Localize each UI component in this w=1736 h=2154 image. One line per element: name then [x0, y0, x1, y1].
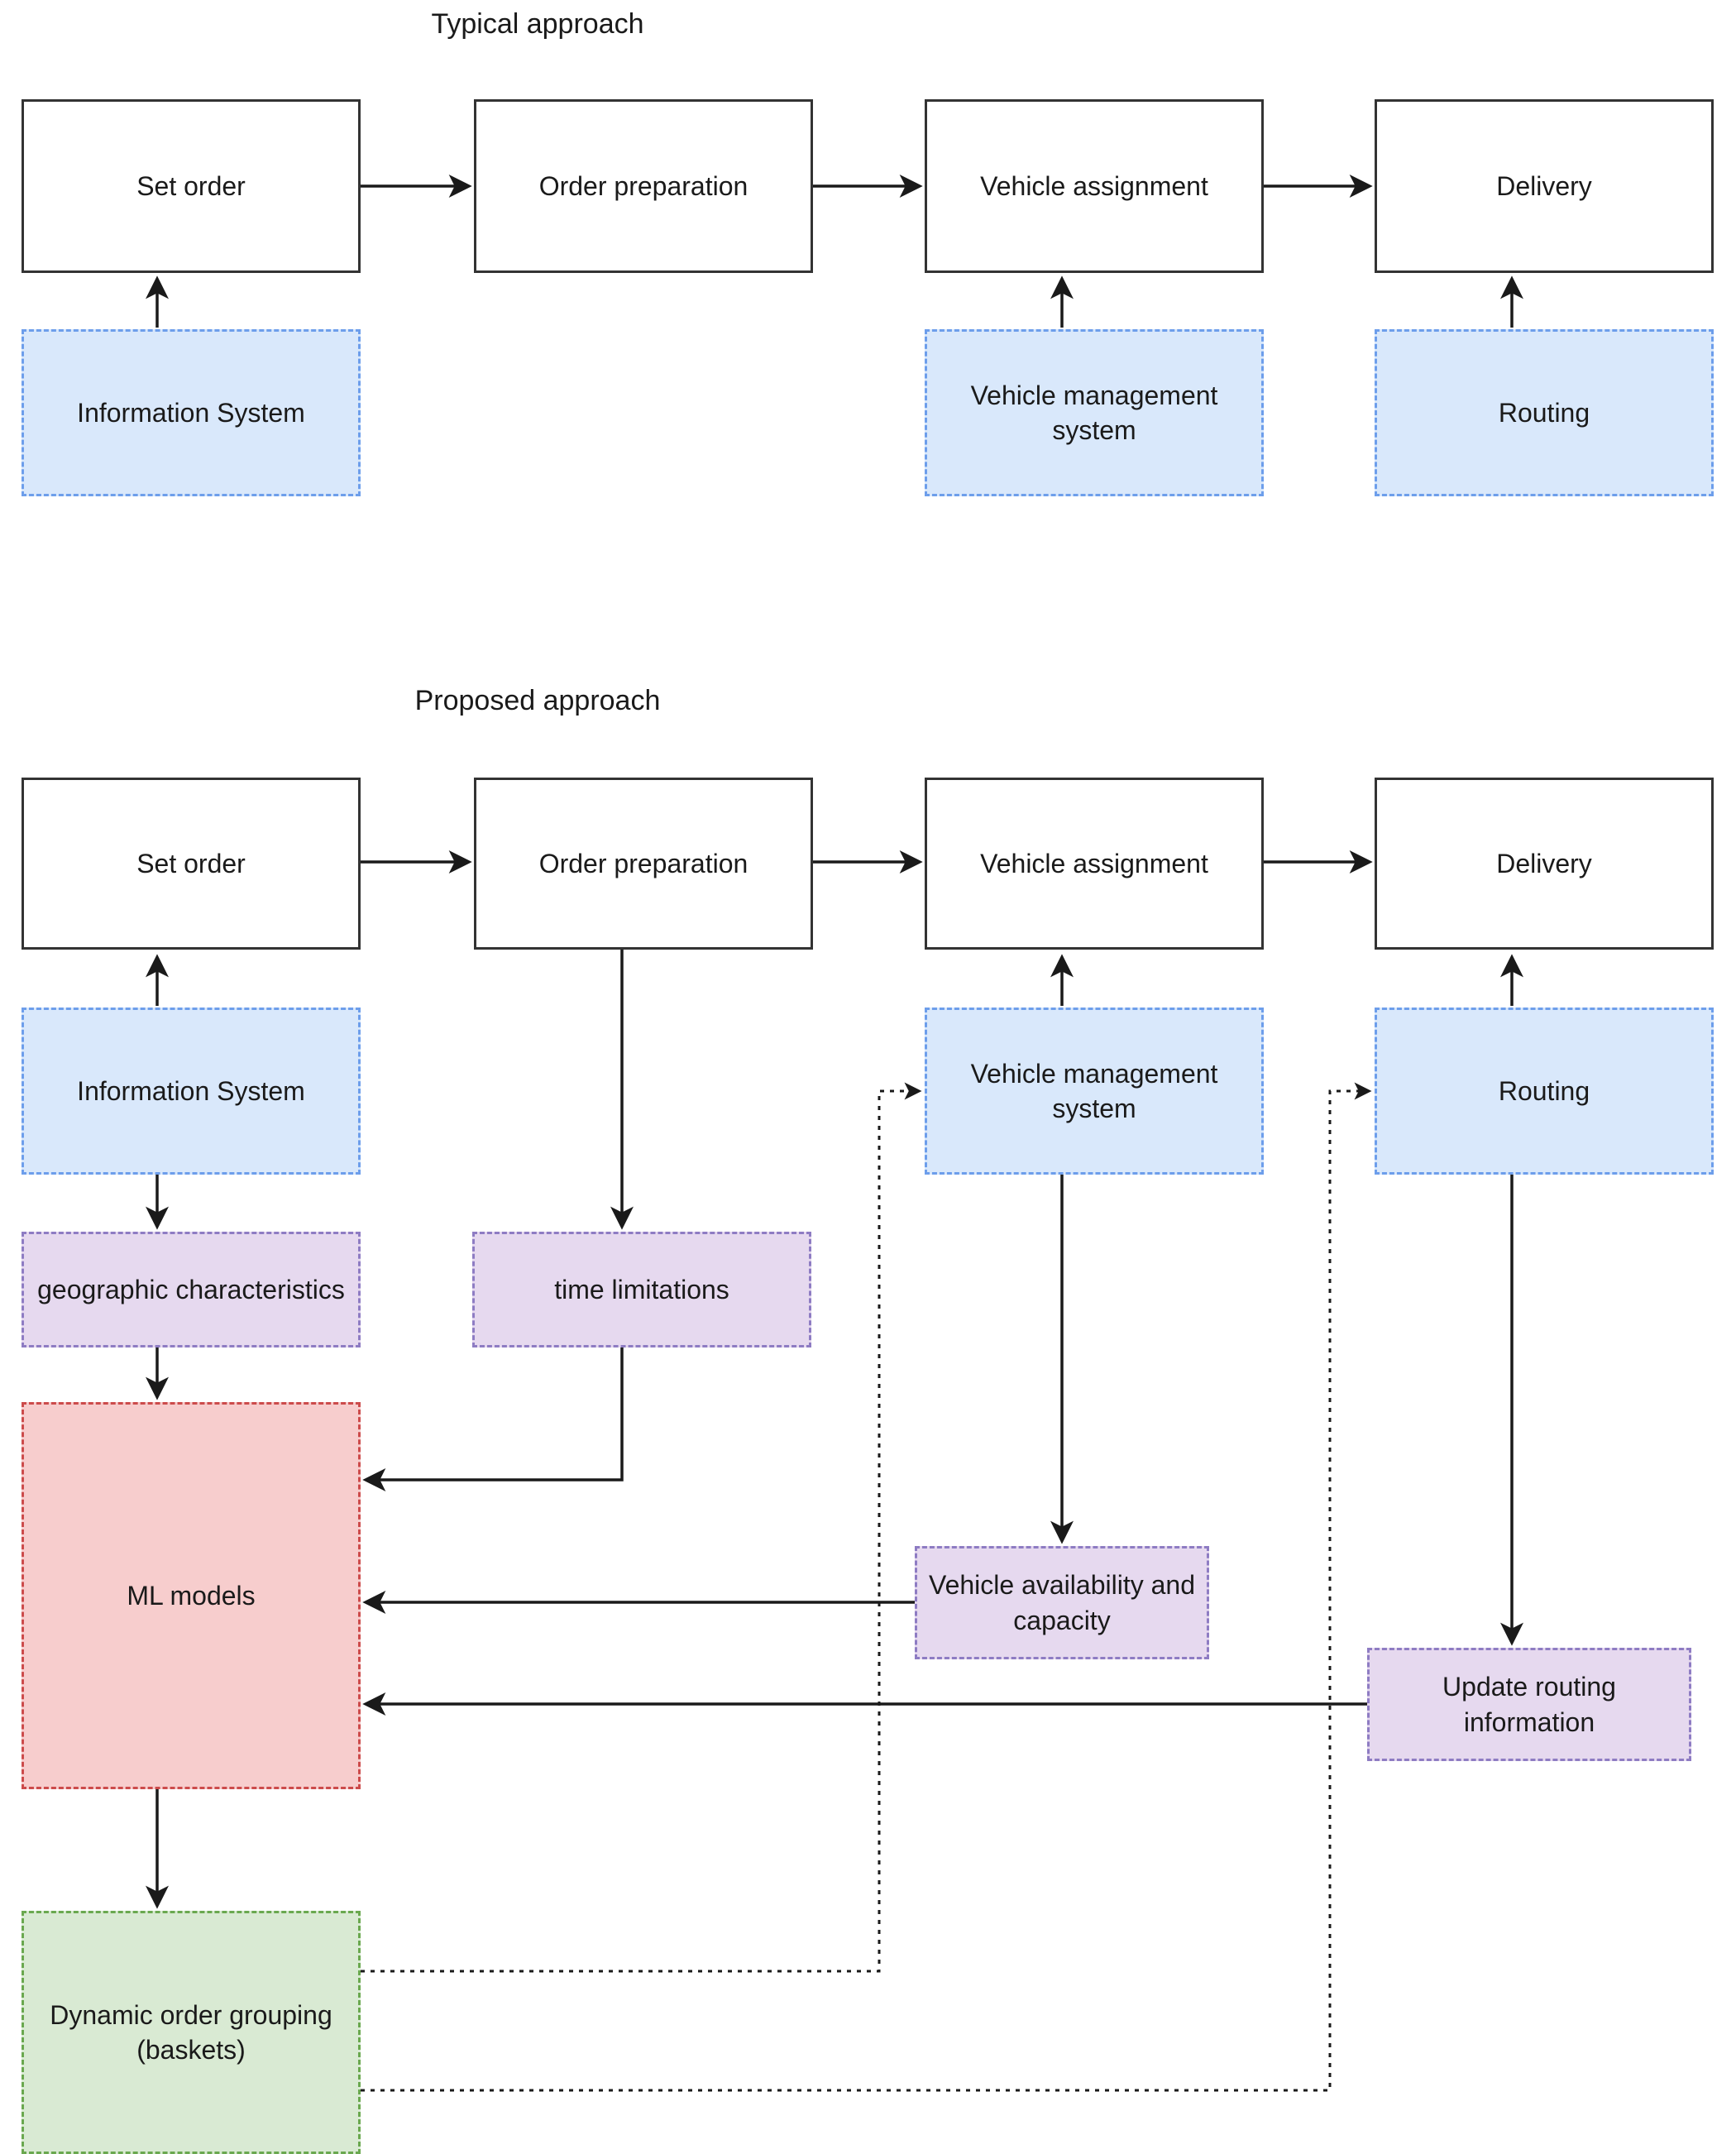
node-proposed-vehicle-assignment[interactable]: Vehicle assignment	[925, 778, 1264, 950]
node-typical-delivery[interactable]: Delivery	[1375, 99, 1714, 273]
node-typical-vehicle-assignment[interactable]: Vehicle assignment	[925, 99, 1264, 273]
typical-approach-title: Typical approach	[431, 8, 644, 40]
edge-time-limitations-to-ml	[362, 1347, 624, 1491]
node-typical-vehicle-management-system[interactable]: Vehicle management system	[925, 329, 1264, 496]
node-typical-information-system[interactable]: Information System	[22, 329, 361, 496]
edge-grouping-to-vms-feedback	[361, 1082, 922, 1973]
node-time-limitations[interactable]: time limitations	[472, 1232, 811, 1347]
node-typical-set-order[interactable]: Set order	[22, 99, 361, 273]
node-typical-order-preparation[interactable]: Order preparation	[474, 99, 813, 273]
node-typical-routing[interactable]: Routing	[1375, 329, 1714, 496]
node-proposed-order-preparation[interactable]: Order preparation	[474, 778, 813, 950]
node-ml-models[interactable]: ML models	[22, 1402, 361, 1789]
node-proposed-set-order[interactable]: Set order	[22, 778, 361, 950]
node-vehicle-availability-and-capacity[interactable]: Vehicle availability and capacity	[915, 1546, 1209, 1659]
node-proposed-vehicle-management-system[interactable]: Vehicle management system	[925, 1008, 1264, 1175]
node-geographic-characteristics[interactable]: geographic characteristics	[22, 1232, 361, 1347]
node-update-routing-information[interactable]: Update routing information	[1367, 1648, 1691, 1761]
node-proposed-delivery[interactable]: Delivery	[1375, 778, 1714, 950]
proposed-approach-title: Proposed approach	[414, 685, 661, 716]
node-dynamic-order-grouping[interactable]: Dynamic order grouping (baskets)	[22, 1911, 361, 2154]
node-proposed-routing[interactable]: Routing	[1375, 1008, 1714, 1175]
node-proposed-information-system[interactable]: Information System	[22, 1008, 361, 1175]
